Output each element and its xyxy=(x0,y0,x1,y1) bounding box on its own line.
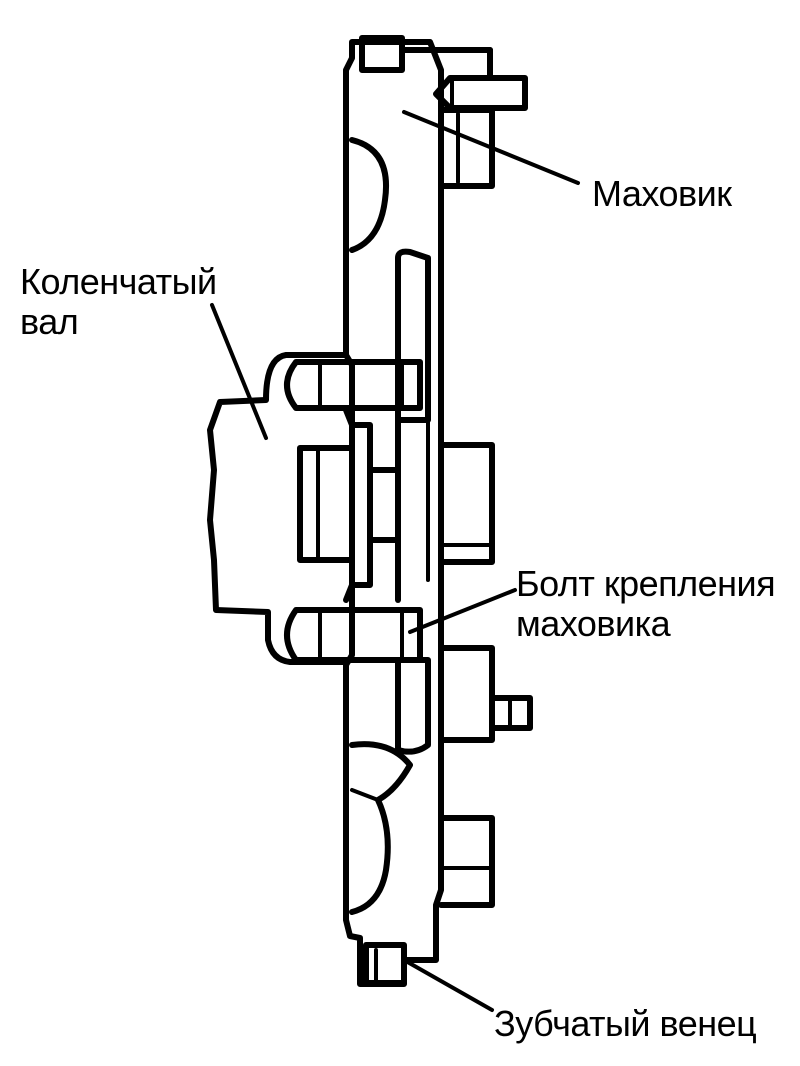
bolt-label-line2: маховика xyxy=(516,603,671,644)
bolt-label-line1: Болт крепления xyxy=(516,563,776,604)
lower-boss xyxy=(438,645,495,743)
upper-boss xyxy=(438,107,495,189)
dowel-pin-bottom xyxy=(489,695,533,731)
bolt-upper xyxy=(284,359,423,411)
flywheel-label: Маховик xyxy=(592,173,732,214)
dowel-pin-top xyxy=(433,75,528,111)
ring-gear-label: Зубчатый венец xyxy=(494,1003,757,1044)
crankshaft-label-line1: Коленчатый xyxy=(20,261,217,302)
lower-recess xyxy=(349,741,413,915)
crankshaft-label-line2: вал xyxy=(20,301,79,342)
top-tooth xyxy=(359,35,405,73)
leader-bolt xyxy=(408,588,517,634)
middle-boss xyxy=(438,442,495,565)
ring-gear-tooth xyxy=(363,942,407,986)
leader-flywheel xyxy=(402,110,580,185)
bottom-boss xyxy=(438,815,495,908)
leader-crankshaft xyxy=(210,303,268,440)
upper-recess xyxy=(349,137,389,253)
inner-slot-lower xyxy=(395,657,431,755)
leader-ring-gear xyxy=(402,958,494,1012)
crank-hub xyxy=(297,445,355,563)
center-spigot xyxy=(367,467,401,543)
crankshaft-body xyxy=(207,352,349,665)
